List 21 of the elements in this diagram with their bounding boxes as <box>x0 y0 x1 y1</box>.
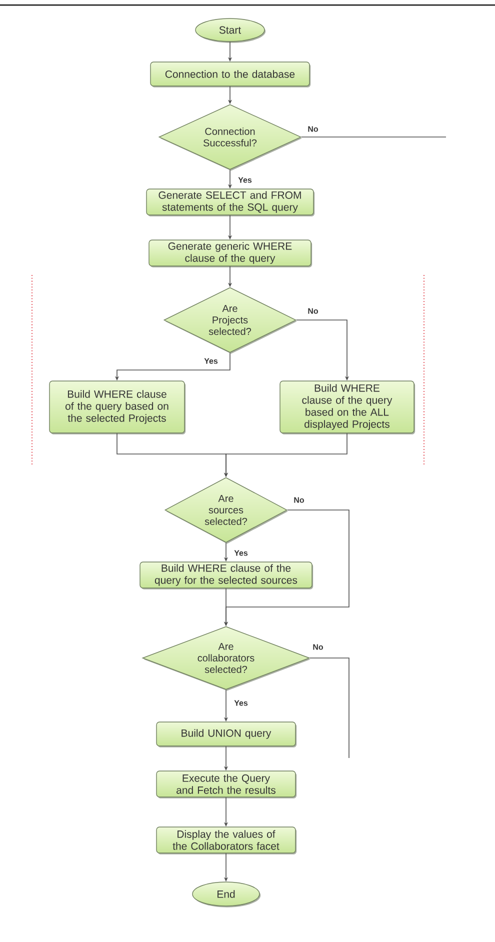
process-box: Display the values of the Collaborators facet <box>156 826 297 854</box>
terminator-oval: End <box>192 882 261 908</box>
process-box: Build WHERE clause of the query based on the ALL displayed Projects <box>280 380 416 434</box>
process-box: Build WHERE clause of the query based on the selected Projects <box>49 380 186 434</box>
edge-label: Yes <box>233 699 249 707</box>
edge-label: No <box>306 307 320 315</box>
terminator-oval: Start <box>195 18 266 43</box>
edge-label: Yes <box>233 549 249 557</box>
edge-label: No <box>306 125 320 133</box>
process-box: Connection to the database <box>150 62 311 88</box>
edge-label: Yes <box>237 176 253 184</box>
process-box: Build UNION query <box>156 722 297 748</box>
process-box: Generate SELECT and FROM statements of the SQL query <box>146 188 315 216</box>
process-box: Build WHERE clause of the query for the selected sources <box>140 562 314 590</box>
connector-line <box>309 658 350 758</box>
process-box: Generate generic WHERE clause of the query <box>148 240 312 268</box>
edge-label: No <box>292 496 306 504</box>
connector-line <box>300 136 446 138</box>
edge-label: Yes <box>203 357 219 365</box>
edge-label: No <box>312 643 324 651</box>
process-box: Execute the Query and Fetch the results <box>156 770 297 798</box>
